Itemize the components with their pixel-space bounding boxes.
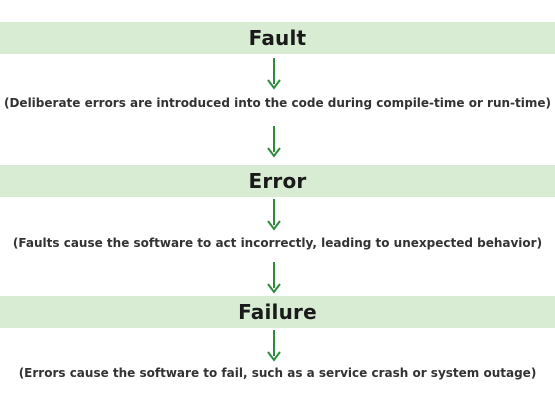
stage-title-failure: Failure (238, 300, 317, 324)
down-arrow-icon (266, 199, 282, 233)
stage-band-error: Error (0, 165, 555, 197)
stage-description-fault: (Deliberate errors are introduced into t… (3, 96, 552, 110)
down-arrow-icon (266, 126, 282, 160)
stage-description-failure: (Errors cause the software to fail, such… (18, 366, 537, 380)
down-arrow-icon (266, 58, 282, 92)
down-arrow-icon (266, 330, 282, 364)
stage-title-fault: Fault (248, 26, 307, 50)
down-arrow-icon (266, 262, 282, 296)
stage-title-error: Error (248, 169, 307, 193)
stage-band-failure: Failure (0, 296, 555, 328)
stage-band-fault: Fault (0, 22, 555, 54)
stage-description-error: (Faults cause the software to act incorr… (12, 236, 543, 250)
